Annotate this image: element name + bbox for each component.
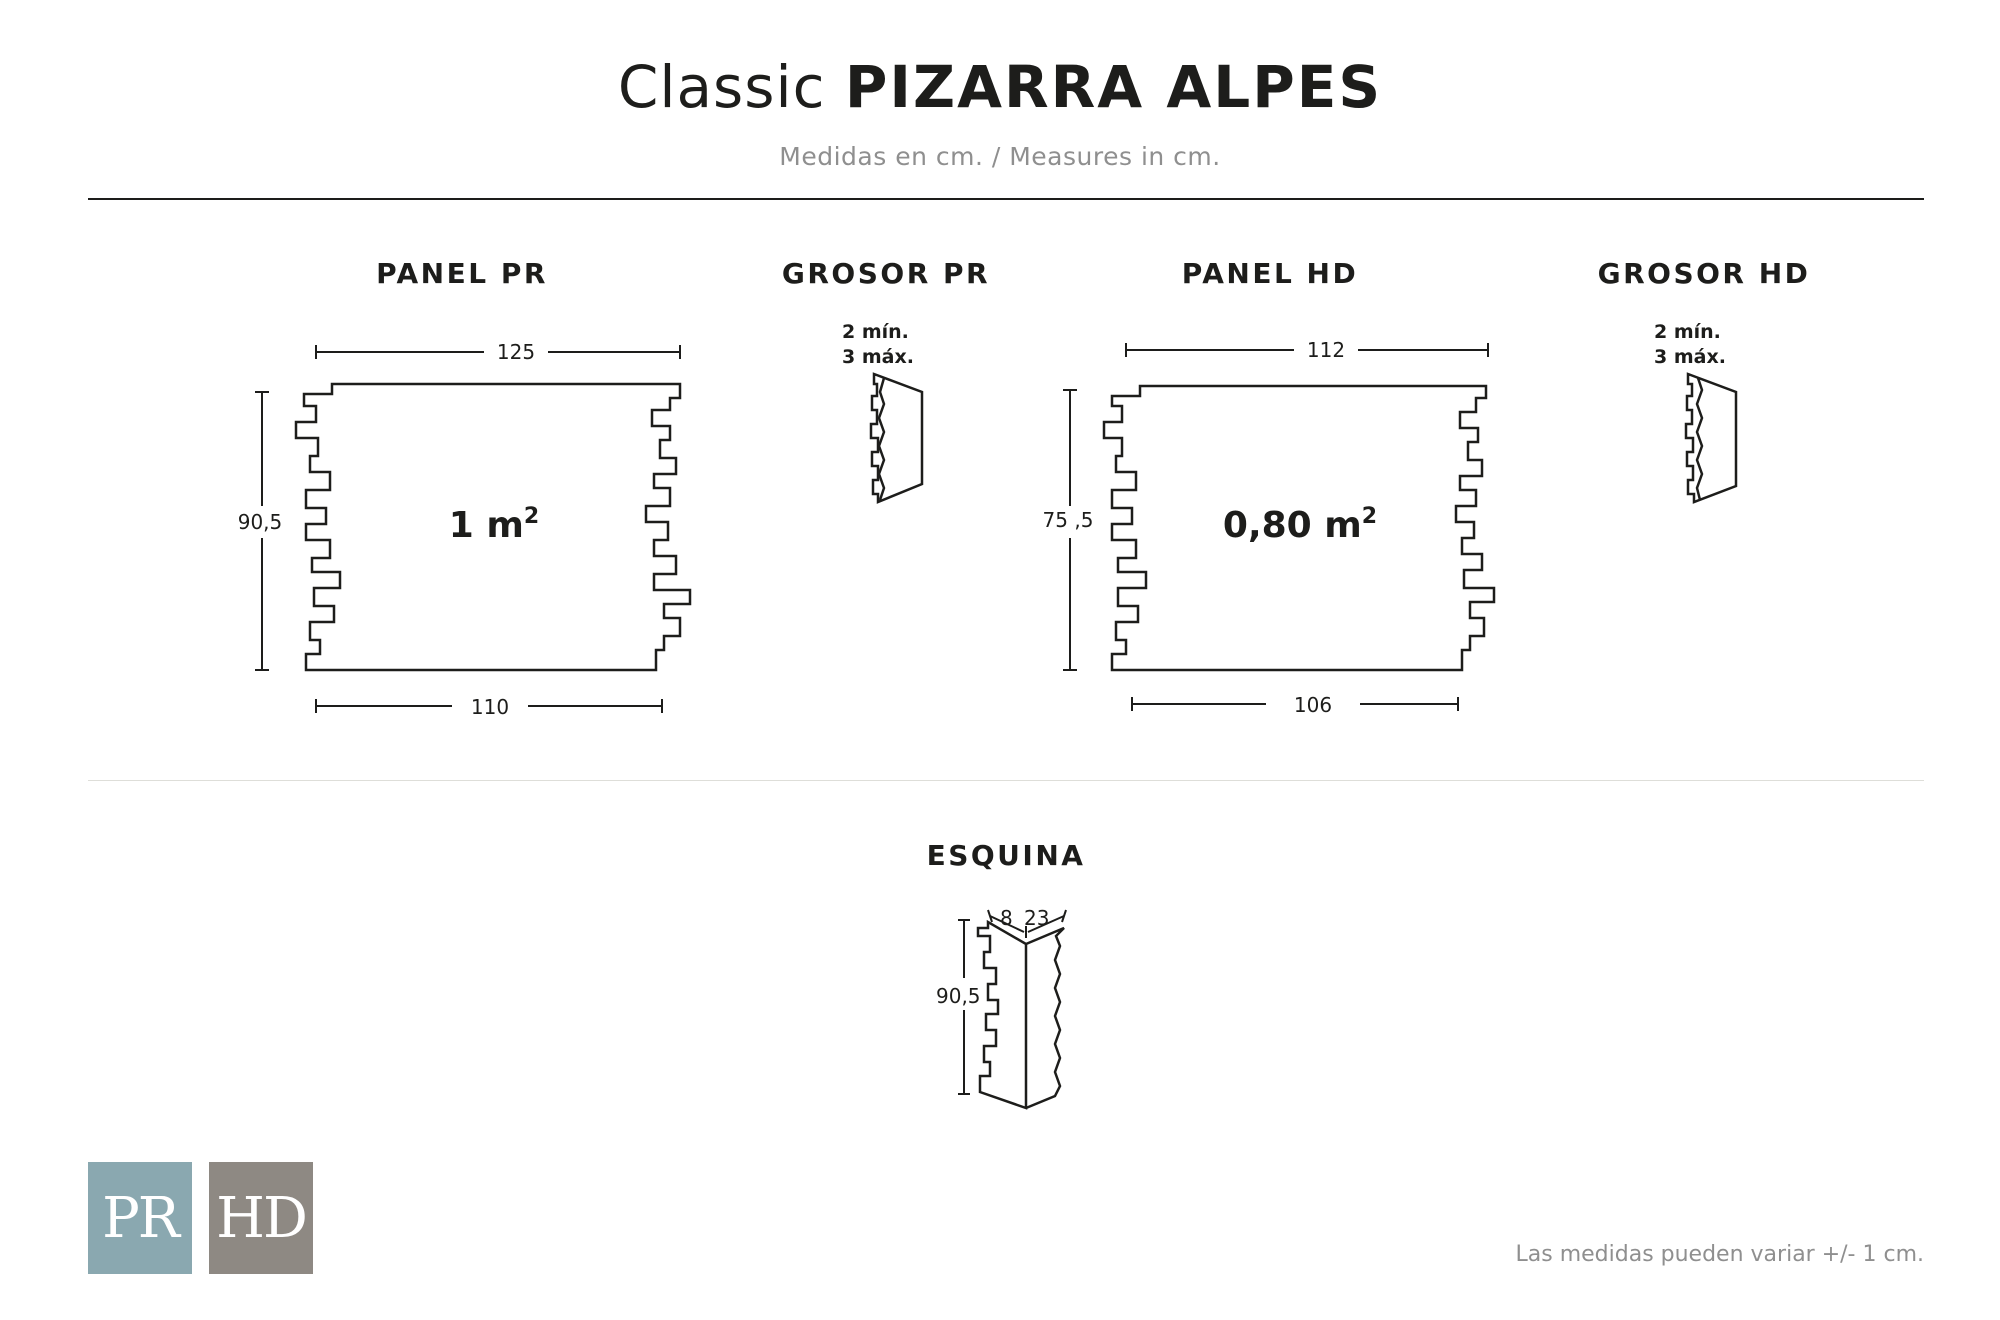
esquina-height: 90,5 — [936, 984, 981, 1008]
panel-pr-area-exponent: 2 — [523, 504, 540, 529]
title-bold: PIZARRA ALPES — [844, 53, 1383, 121]
panel-hd-bottom-width: 106 — [1293, 693, 1333, 717]
panel-pr-bottom-width: 110 — [470, 695, 510, 719]
section-divider — [88, 780, 1924, 781]
footer-note: Las medidas pueden variar +/- 1 cm. — [1515, 1242, 1924, 1267]
grosor-hd-min: 2 mín. — [1654, 321, 1721, 343]
esquina-side-b: 23 — [1024, 906, 1050, 930]
esquina-side-a: 8 — [1000, 906, 1013, 930]
grosor-pr-min: 2 mín. — [842, 321, 909, 343]
panel-pr-area-value: 1 m — [448, 505, 524, 546]
badge-pr: PR — [88, 1162, 192, 1274]
title-light: Classic — [617, 53, 826, 121]
grosor-pr-max: 3 máx. — [842, 345, 914, 368]
panel-pr-outline — [294, 382, 692, 672]
page-title: Classic PIZARRA ALPES — [0, 58, 2000, 116]
page-subtitle: Medidas en cm. / Measures in cm. — [779, 142, 1221, 171]
grosor-pr-dimensions: 2 mín. 3 máx. — [842, 320, 914, 369]
esquina-title: ESQUINA — [926, 839, 1086, 872]
panel-pr-height: 90,5 — [237, 510, 283, 534]
panel-pr-title: PANEL PR — [376, 257, 548, 290]
grosor-hd-max: 3 máx. — [1654, 345, 1726, 368]
grosor-hd-profile — [1684, 372, 1738, 504]
grosor-hd-title: GROSOR HD — [1597, 257, 1811, 290]
panel-hd-area-value: 0,80 m — [1222, 505, 1362, 546]
panel-pr-top-width: 125 — [496, 340, 536, 364]
panel-hd-height: 75 ,5 — [1042, 508, 1094, 532]
grosor-hd-dimensions: 2 mín. 3 máx. — [1654, 320, 1726, 369]
panel-pr-area: 1 m2 — [344, 505, 644, 546]
panel-hd-top-width: 112 — [1306, 338, 1346, 362]
panel-hd-title: PANEL HD — [1181, 257, 1359, 290]
esquina-left-face — [976, 919, 1028, 1110]
panel-hd-area-exponent: 2 — [1361, 504, 1378, 529]
header-divider — [88, 198, 1924, 200]
grosor-pr-profile — [869, 372, 924, 504]
panel-hd-outline — [1102, 384, 1496, 672]
badge-hd: HD — [209, 1162, 313, 1274]
esquina-right-face — [1025, 926, 1065, 1110]
panel-hd-area: 0,80 m2 — [1150, 505, 1450, 546]
grosor-pr-title: GROSOR PR — [781, 257, 991, 290]
